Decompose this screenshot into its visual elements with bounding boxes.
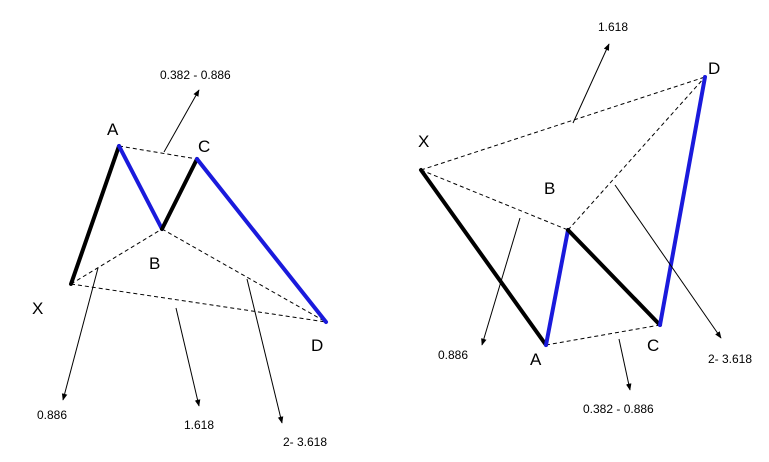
left-label-d: D [311,336,323,355]
right-guide-xd [420,76,706,171]
left-arrow-xd [175,307,201,407]
right-leg-bc [566,228,662,327]
right-pattern: X D B A C 1.618 0.886 2- 3.618 0.382 - 0… [418,20,752,416]
left-label-x: X [32,299,43,318]
right-ratio-xd: 1.618 [598,20,628,34]
right-arrow-xb [481,217,521,346]
right-arrow-bd [614,184,722,339]
left-guide-ac [118,145,198,160]
left-guide-lines [70,145,327,323]
left-label-c: C [198,137,210,156]
right-guide-xb [420,169,569,231]
right-label-c: C [647,336,659,355]
right-ratio-xb: 0.886 [438,348,468,362]
left-label-a: A [107,120,119,139]
right-arrow-xd [572,43,610,124]
left-leg-bc [160,157,199,231]
left-ratio-xd: 1.618 [184,418,214,432]
right-ratio-ac: 0.382 - 0.886 [583,402,654,416]
left-leg-ab [117,144,164,231]
left-pattern: A C B X D 0.382 - 0.886 0.886 1.618 2- 3… [32,68,328,449]
left-ratio-bd: 2- 3.618 [283,435,327,449]
right-leg-ab [544,228,570,347]
right-guide-ac [545,324,661,346]
left-leg-cd [195,157,328,324]
left-guide-xd [70,283,327,323]
left-ratio-ac: 0.382 - 0.886 [160,68,231,82]
right-guide-bd [567,76,706,231]
left-guide-bd [161,228,327,323]
left-ratio-xb: 0.886 [37,408,67,422]
right-arrow-ac [618,338,632,391]
right-label-b: B [544,179,555,198]
right-guide-lines [420,76,706,346]
left-arrow-xb [61,267,99,401]
right-leg-cd [658,75,707,327]
left-leg-xa [69,144,121,286]
right-label-a: A [530,350,542,369]
left-guide-xb [70,228,163,285]
right-label-d: D [708,59,720,78]
left-arrow-bd [246,278,284,424]
right-ratio-bd: 2- 3.618 [708,352,752,366]
right-leg-xa [419,168,548,347]
right-label-x: X [418,132,429,151]
left-label-b: B [149,254,160,273]
left-arrow-ac [163,89,200,153]
